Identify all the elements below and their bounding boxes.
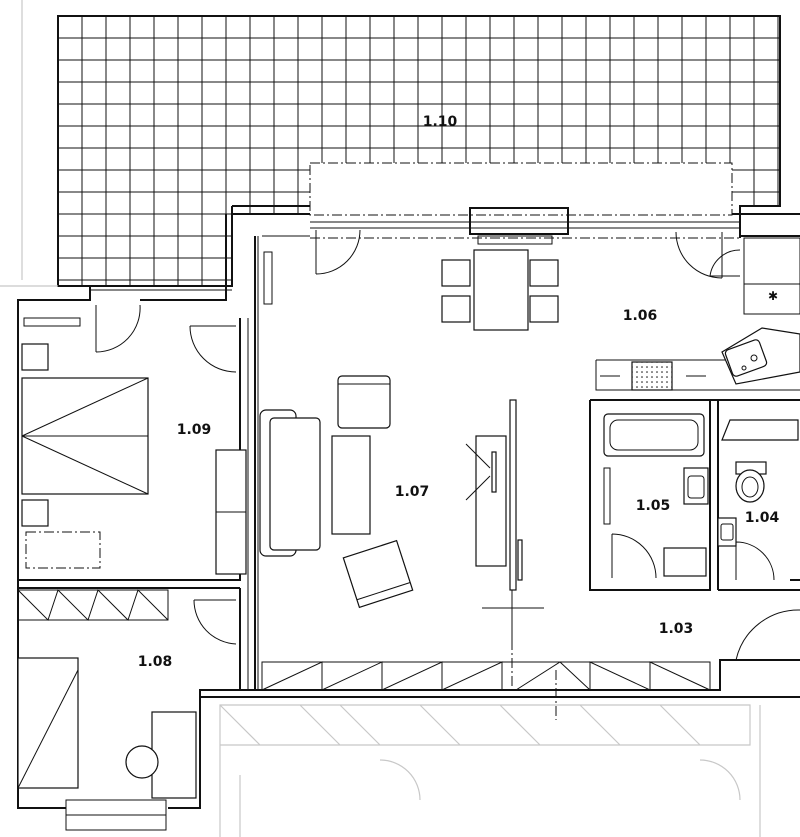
room-label-hallway: 1.03 xyxy=(659,621,694,637)
room-label-living-room: 1.07 xyxy=(395,484,430,500)
fridge-icon: ✱ xyxy=(768,289,778,303)
room-label-terrace: 1.10 xyxy=(423,114,458,130)
living-furniture xyxy=(259,375,523,609)
exterior-walls xyxy=(17,205,800,831)
kids-room-furniture xyxy=(17,657,197,799)
cabinets xyxy=(17,589,761,837)
bedroom-furniture xyxy=(21,343,247,575)
room-label-kitchen-dining: 1.06 xyxy=(623,308,658,324)
room-label-bathroom: 1.05 xyxy=(636,498,671,514)
kitchen: ✱ xyxy=(600,237,800,391)
dining-furniture xyxy=(441,249,559,331)
interior-walls xyxy=(18,318,800,720)
room-label-kids-room: 1.08 xyxy=(138,654,173,670)
bathroom xyxy=(603,413,799,577)
toilet-room xyxy=(717,461,767,547)
room-label-bedroom: 1.09 xyxy=(177,422,212,438)
doors xyxy=(95,229,800,661)
room-label-toilet: 1.04 xyxy=(745,510,780,526)
terrace xyxy=(0,0,781,287)
